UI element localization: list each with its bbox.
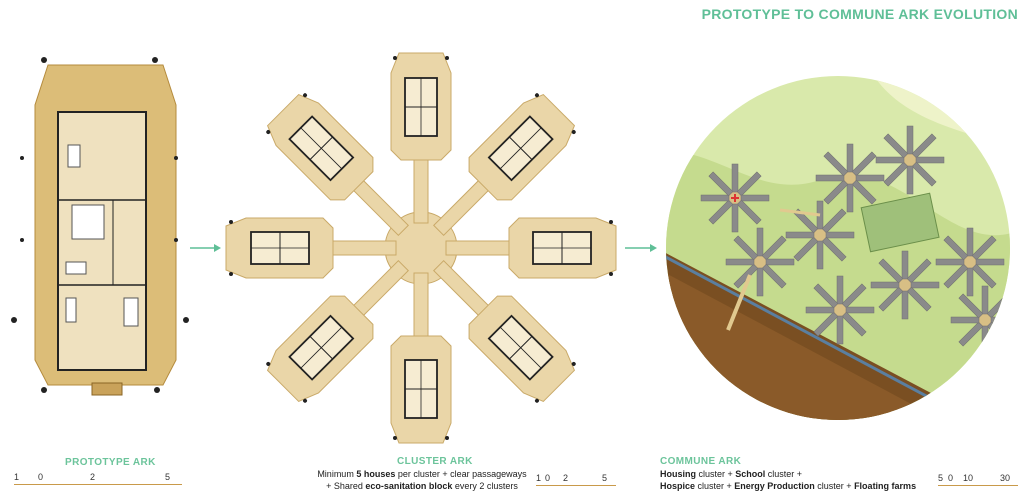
scale-tick: 0 <box>545 473 551 483</box>
scale-tick: 2 <box>90 472 96 482</box>
arrow-2-icon <box>625 244 657 252</box>
cluster-ark-label: CLUSTER ARK <box>397 456 473 467</box>
scale-tick: 5 <box>938 473 944 483</box>
scale-tick: 30 <box>1000 473 1011 483</box>
prototype-ark-label: PROTOTYPE ARK <box>65 457 156 468</box>
scale-tick: 1 <box>14 472 20 482</box>
cluster-scale-bar: 1 0 2 5 <box>536 473 616 487</box>
commune-description: Housing cluster + School cluster + Hospi… <box>660 469 917 491</box>
scale-tick: 2 <box>563 473 569 483</box>
scale-tick: 0 <box>948 473 954 483</box>
scale-tick: 5 <box>602 473 608 483</box>
commune-scale-bar: 5 0 10 30 <box>938 473 1018 487</box>
page-title: PROTOTYPE TO COMMUNE ARK EVOLUTION <box>701 6 1018 22</box>
prototype-scale-bar: 1 0 2 5 <box>12 472 182 486</box>
scale-tick: 0 <box>38 472 44 482</box>
arrow-1-icon <box>190 244 221 252</box>
scale-tick: 10 <box>963 473 974 483</box>
scale-tick: 1 <box>536 473 542 483</box>
cluster-ark-plan <box>225 52 617 444</box>
commune-ark-label: COMMUNE ARK <box>660 456 742 467</box>
prototype-ark-plan <box>11 57 189 396</box>
red-cross-icon <box>731 194 739 202</box>
cluster-description: Minimum 5 houses per cluster + clear pas… <box>317 469 527 491</box>
scale-tick: 5 <box>165 472 171 482</box>
